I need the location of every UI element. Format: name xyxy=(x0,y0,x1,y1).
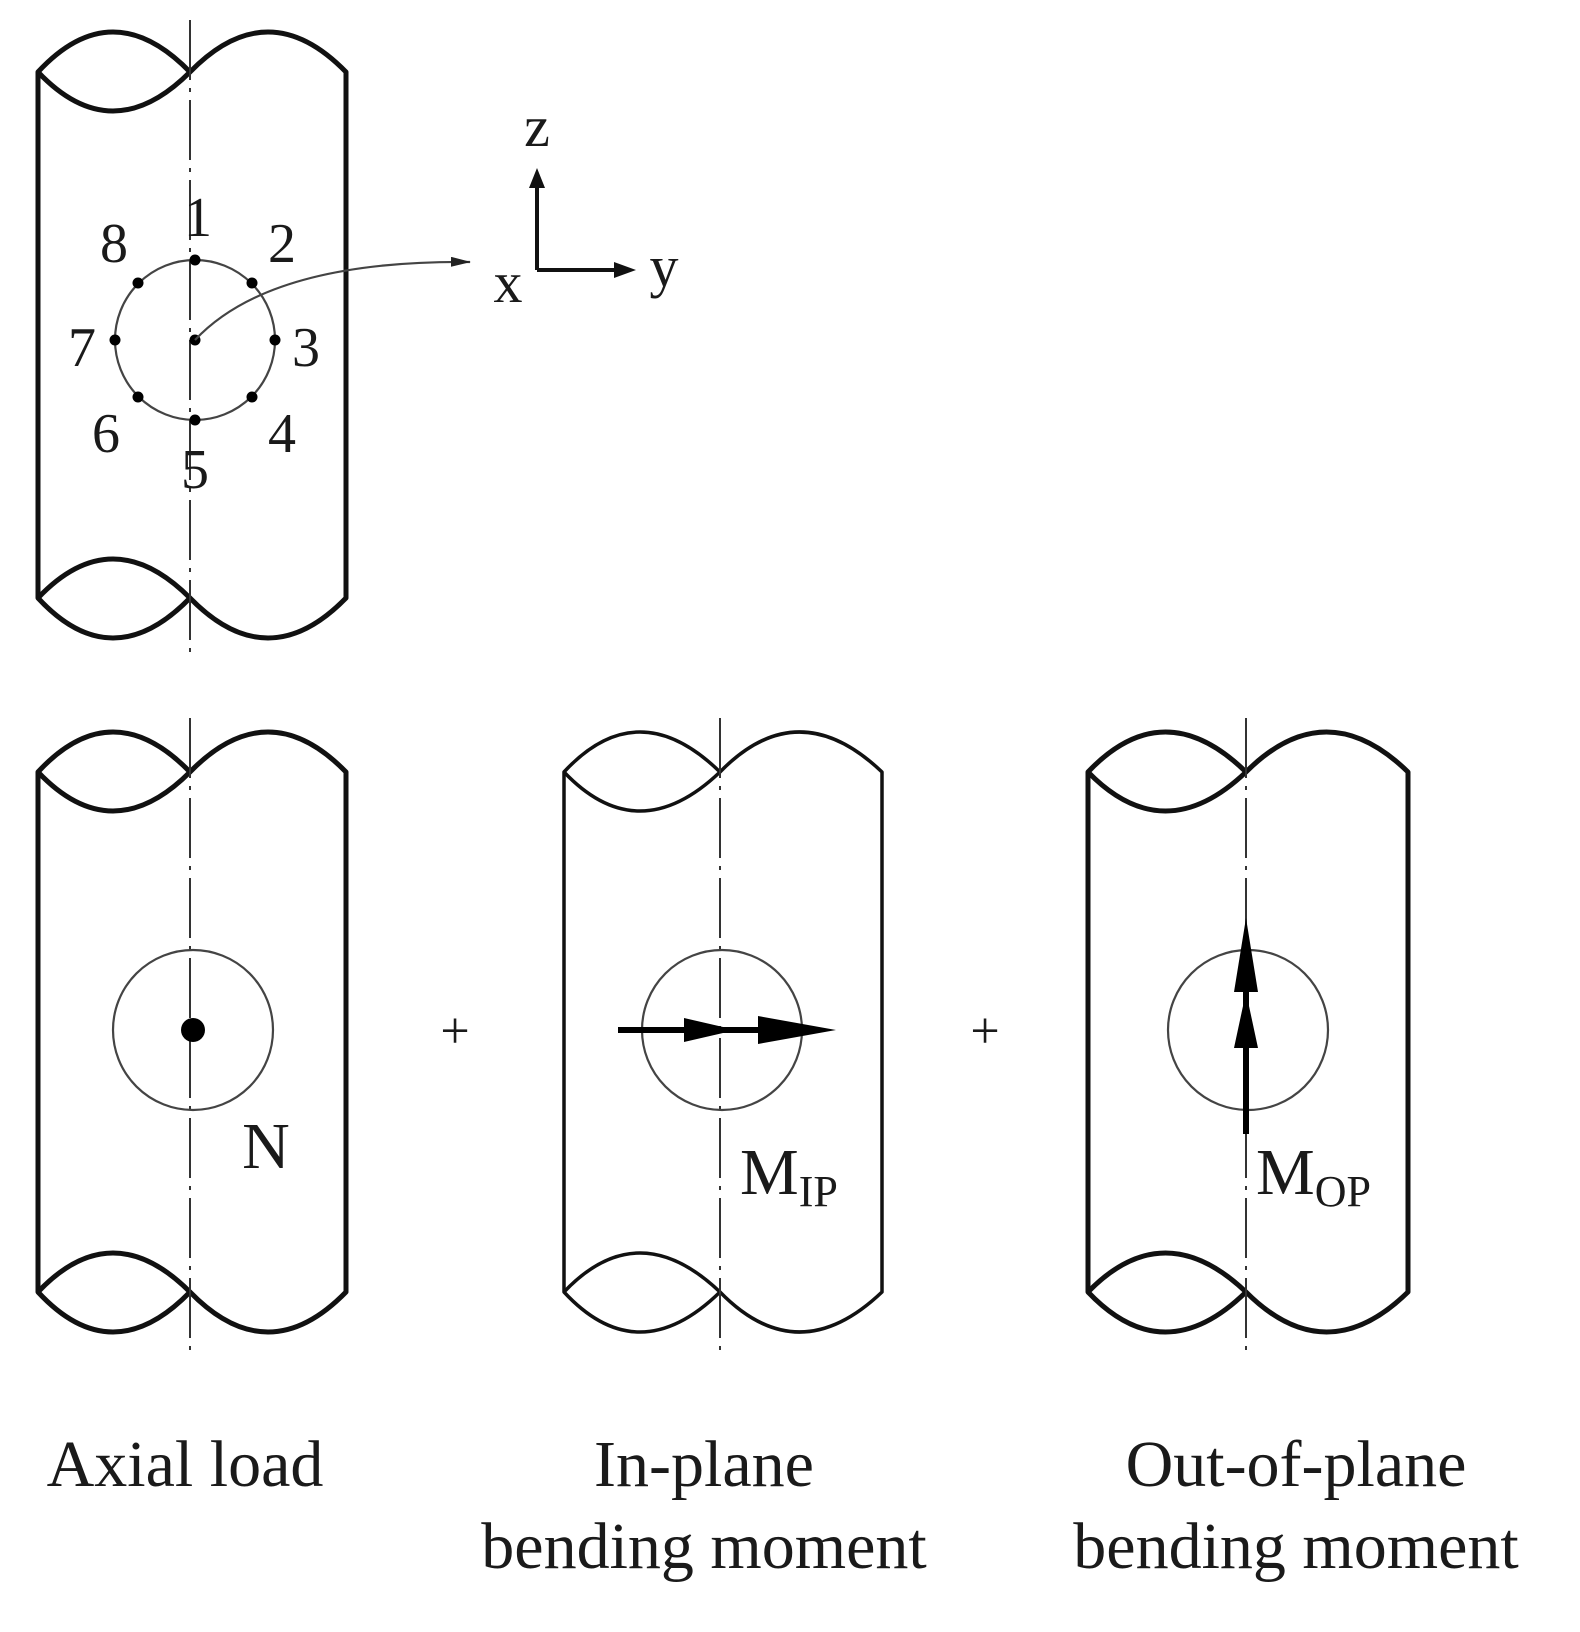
point-label-6: 6 xyxy=(92,403,120,465)
point-label-8: 8 xyxy=(100,213,128,275)
in-plane-tube: MIP xyxy=(562,718,884,1350)
axial-load-tube: N xyxy=(35,718,349,1350)
point-dot-7 xyxy=(109,334,121,346)
out-of-plane-symbol: MOP xyxy=(1256,1136,1371,1216)
point-label-7: 7 xyxy=(68,317,96,379)
in-plane-symbol: MIP xyxy=(740,1136,838,1216)
in-plane-symbol-main: M xyxy=(740,1136,799,1209)
plus-sign-1: + xyxy=(440,1003,469,1060)
point-label-1: 1 xyxy=(184,187,212,249)
measurement-circle xyxy=(109,254,281,426)
y-axis-label: y xyxy=(650,234,679,299)
out-of-plane-caption-line1: Out-of-plane xyxy=(1126,1428,1467,1501)
point-dot-8 xyxy=(132,277,144,289)
point-dot-3 xyxy=(269,334,281,346)
out-of-plane-symbol-subscript: OP xyxy=(1315,1167,1371,1216)
top-tube xyxy=(35,20,349,660)
point-dot-2 xyxy=(246,277,258,289)
out-of-plane-symbol-main: M xyxy=(1256,1136,1315,1209)
x-axis-label: x xyxy=(494,250,523,315)
in-plane-symbol-subscript: IP xyxy=(799,1167,838,1216)
axial-symbol: N xyxy=(242,1110,290,1183)
point-label-5: 5 xyxy=(181,439,209,501)
point-label-3: 3 xyxy=(292,317,320,379)
point-dot-6 xyxy=(132,391,144,403)
plus-sign-2: + xyxy=(970,1003,999,1060)
out-of-plane-moment-arrow xyxy=(1234,918,1258,1134)
point-dot-4 xyxy=(246,391,258,403)
z-axis-label: z xyxy=(524,94,550,159)
point-label-4: 4 xyxy=(268,403,296,465)
in-plane-caption-line1: In-plane xyxy=(594,1428,814,1501)
out-of-plane-caption-line2: bending moment xyxy=(1073,1510,1518,1583)
point-dot-5 xyxy=(189,414,201,426)
axial-caption-line1: Axial load xyxy=(47,1428,324,1501)
point-label-2: 2 xyxy=(268,213,296,275)
leader-arrow xyxy=(194,256,471,341)
point-dot-1 xyxy=(189,254,201,266)
in-plane-caption-line2: bending moment xyxy=(481,1510,926,1583)
in-plane-moment-arrow xyxy=(618,1016,836,1044)
out-of-plane-tube: MOP xyxy=(1085,718,1411,1350)
axial-force-dot xyxy=(181,1018,205,1042)
coordinate-system: z x y xyxy=(494,94,679,315)
